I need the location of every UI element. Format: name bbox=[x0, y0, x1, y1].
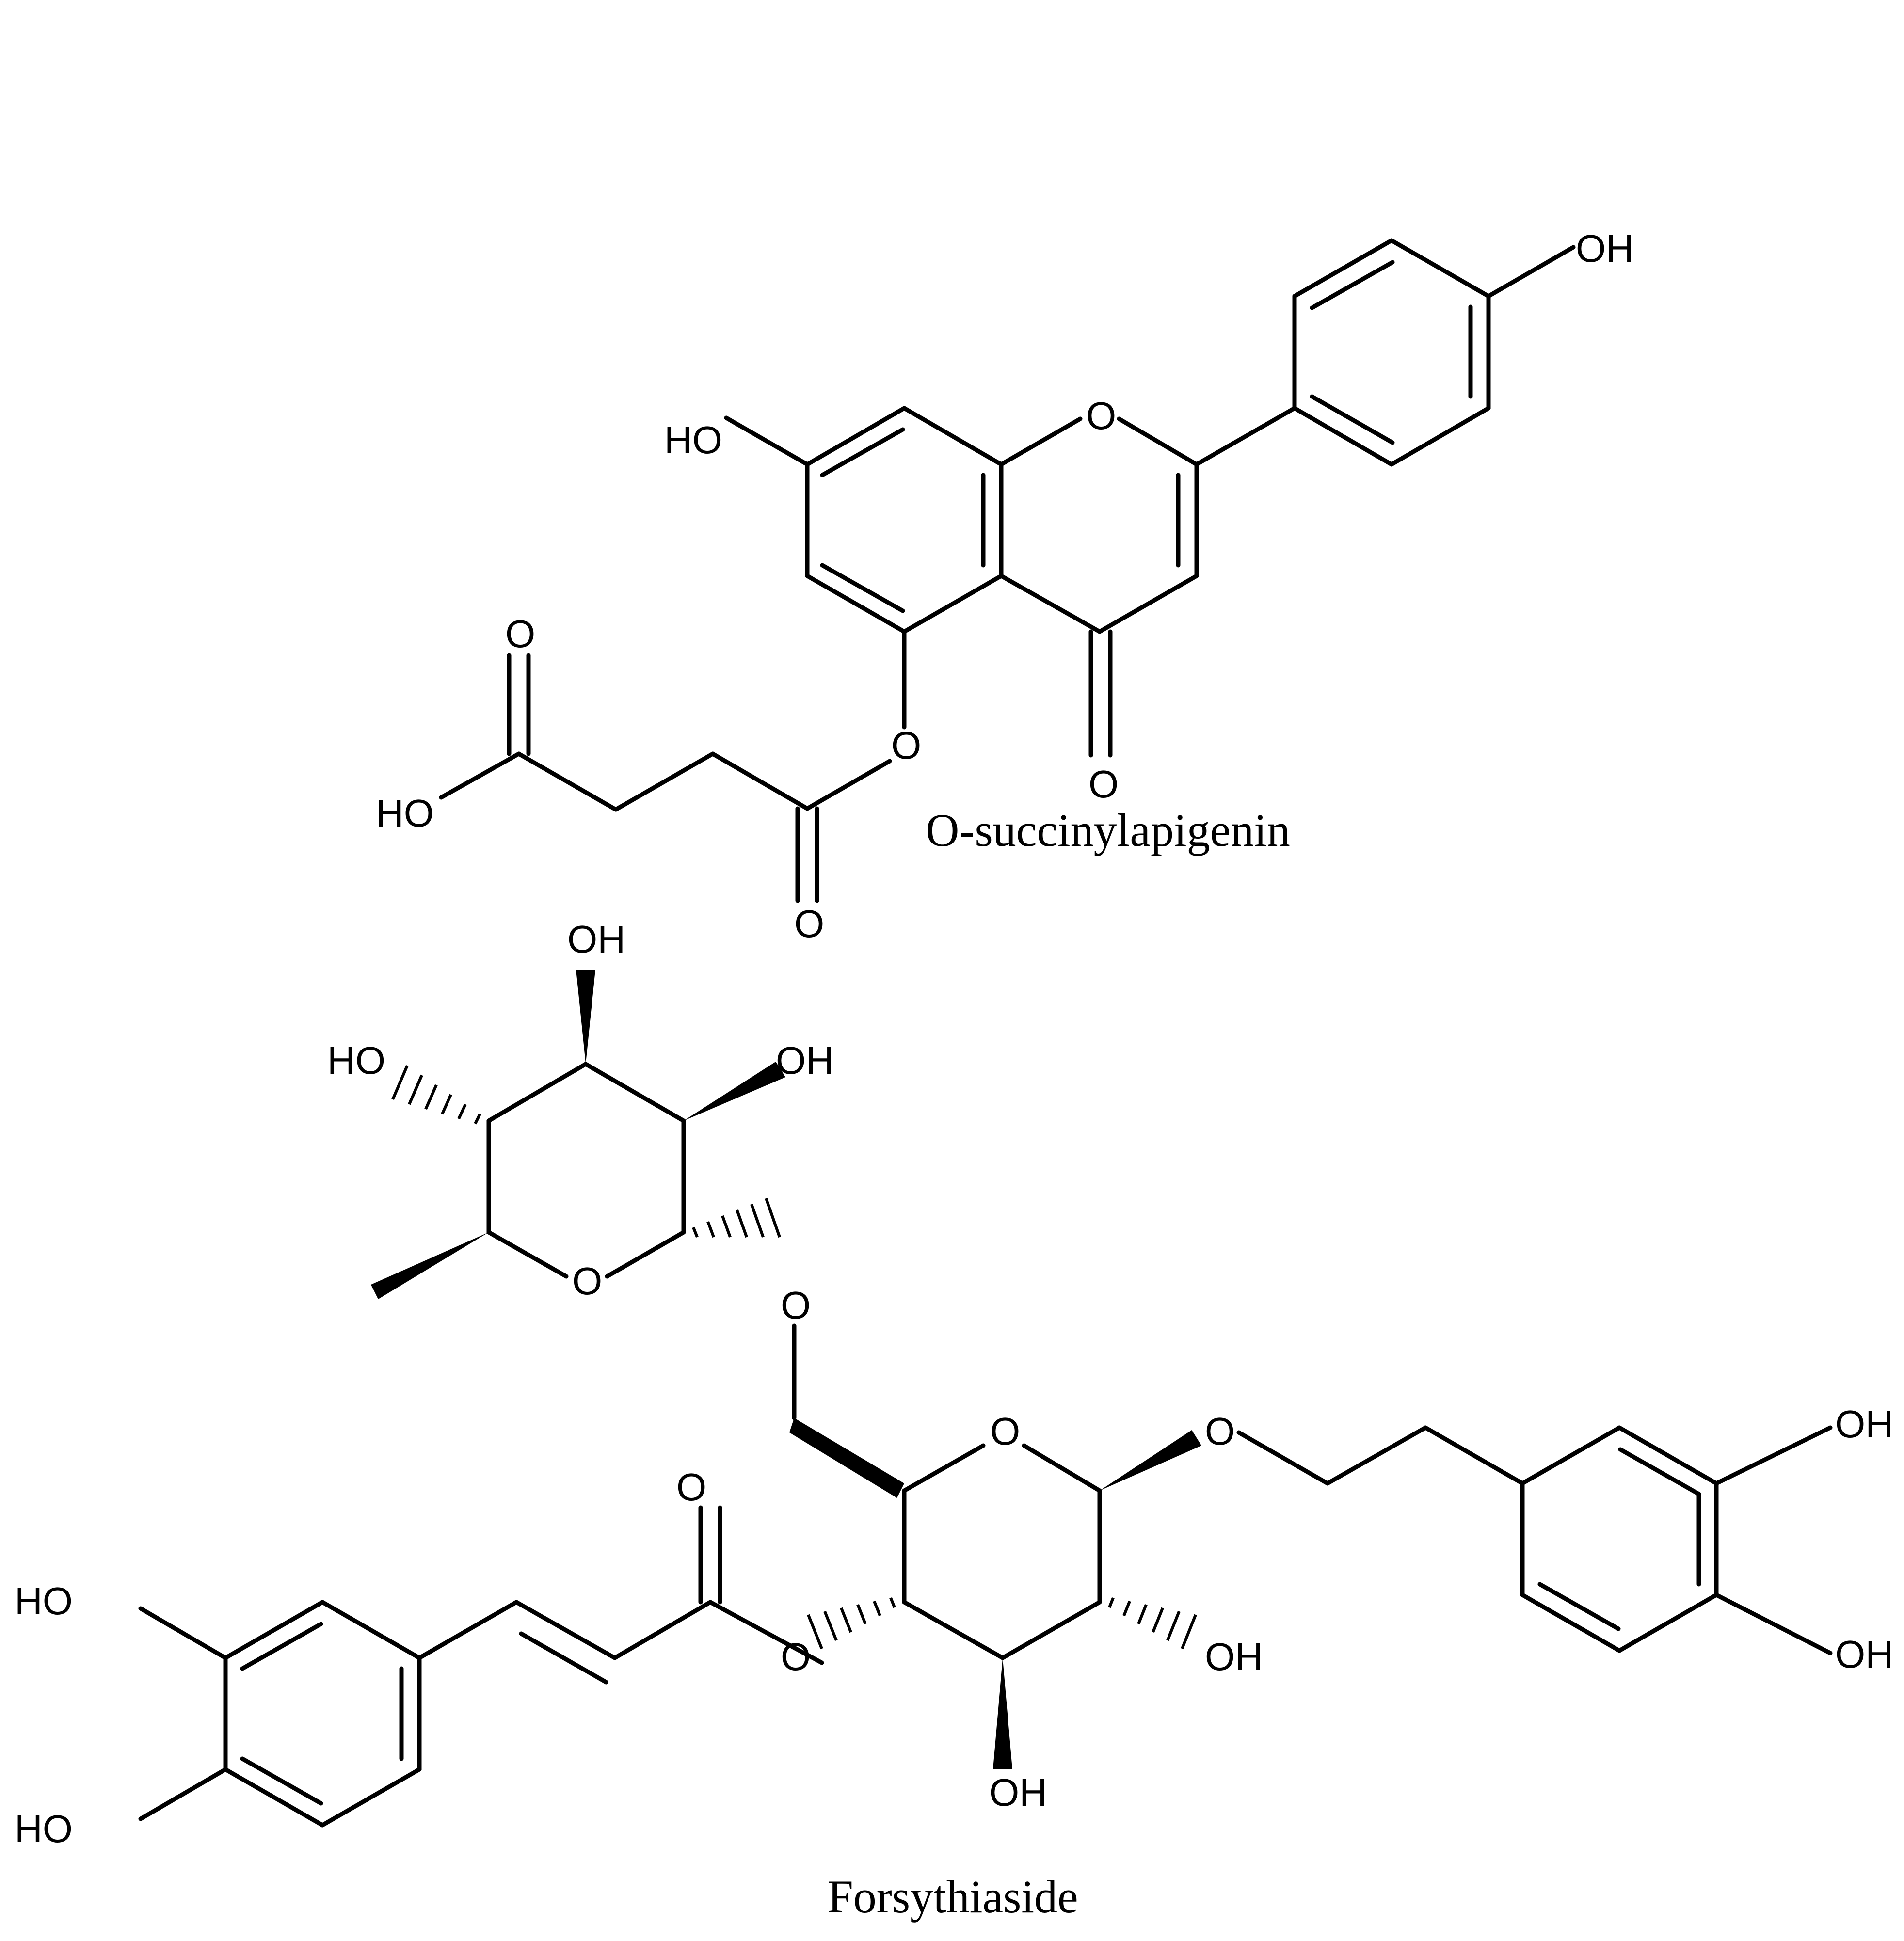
atom-label-ho: HO bbox=[327, 1039, 385, 1082]
atom-label-o: O bbox=[1086, 394, 1116, 437]
atom-label-oh: OH bbox=[776, 1039, 834, 1082]
atom-label-ho: HO bbox=[15, 1807, 73, 1850]
atom-label-oh: OH bbox=[1835, 1633, 1893, 1676]
atom-label-oh: OH bbox=[989, 1771, 1047, 1814]
atom-label-o: O bbox=[1088, 763, 1119, 806]
wedge-bond bbox=[993, 1658, 1012, 1769]
wedge-bond bbox=[684, 1062, 785, 1121]
atom-label-oh: OH bbox=[1576, 227, 1634, 270]
atom-label-oh: OH bbox=[1205, 1635, 1263, 1678]
atom-label-ho: HO bbox=[15, 1579, 73, 1623]
wedge-bond bbox=[371, 1232, 489, 1299]
bonds-o-succinylapigenin bbox=[439, 238, 1576, 903]
atom-label-o: O bbox=[990, 1410, 1020, 1453]
hashed-bond bbox=[807, 1597, 896, 1650]
molecule-o-succinylapigenin: OH HO O O O O O HO O-succinylapigenin bbox=[376, 227, 1634, 945]
atom-label-oh: OH bbox=[567, 918, 625, 961]
atom-label-o: O bbox=[781, 1284, 811, 1327]
atom-label-o: O bbox=[891, 724, 921, 767]
atom-label-o: O bbox=[781, 1635, 811, 1678]
hashed-bond bbox=[391, 1065, 481, 1125]
atom-labels-forsythiaside: OH HO OH O O O O OH OH O HO HO O OH OH bbox=[15, 918, 1893, 1850]
hashed-bond bbox=[692, 1198, 781, 1238]
bonds-forsythiaside bbox=[138, 970, 1833, 1828]
wedge-bond bbox=[576, 970, 595, 1064]
atom-label-o: O bbox=[1205, 1410, 1235, 1453]
atom-label-oh: OH bbox=[1835, 1402, 1893, 1446]
molecule-name-forsythiaside: Forsythiaside bbox=[827, 1871, 1078, 1923]
hashed-bond bbox=[1108, 1597, 1197, 1650]
atom-label-o: O bbox=[676, 1465, 706, 1509]
molecule-forsythiaside: OH HO OH O O O O OH OH O HO HO O OH OH F… bbox=[15, 918, 1893, 1923]
atom-label-o: O bbox=[505, 612, 535, 655]
atom-label-o: O bbox=[794, 902, 824, 945]
atom-label-o: O bbox=[572, 1259, 602, 1303]
wedge-bond bbox=[1100, 1430, 1201, 1491]
atom-label-ho: HO bbox=[376, 792, 434, 835]
atom-labels-o-succinylapigenin: OH HO O O O O O HO bbox=[376, 227, 1634, 945]
molecule-name-o-succinylapigenin: O-succinylapigenin bbox=[926, 804, 1290, 856]
atom-label-ho: HO bbox=[664, 418, 722, 461]
wedge-bond bbox=[789, 1418, 904, 1498]
